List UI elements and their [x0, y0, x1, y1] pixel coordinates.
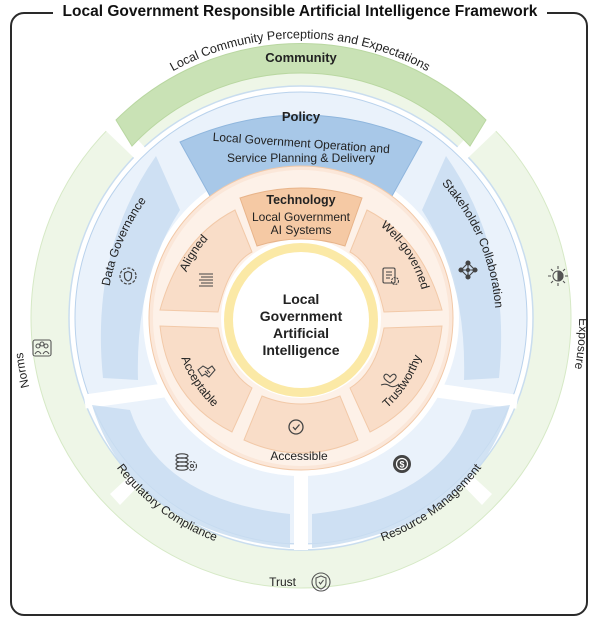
policy-heading: Policy: [282, 109, 321, 124]
center-line-3: Artificial: [273, 325, 329, 341]
shield-gear-icon: [119, 267, 137, 285]
technology-line1: Local Government: [252, 210, 351, 224]
money-cycle-icon: $: [393, 455, 411, 473]
data-governance-band: [100, 156, 180, 380]
tech-segments: [159, 187, 443, 454]
trust-label: Trust: [269, 575, 297, 589]
technology-heading: Technology: [266, 193, 335, 207]
center-line-2: Government: [260, 308, 343, 324]
people-norms-icon: [32, 339, 52, 357]
norms-label: Norms: [12, 352, 32, 390]
title-wrap: Local Government Responsible Artificial …: [0, 2, 600, 22]
community-heading: Community: [265, 50, 337, 65]
accessible-label: Accessible: [270, 449, 328, 463]
center-line-4: Intelligence: [262, 342, 339, 358]
aligned-lines-icon: [199, 273, 213, 287]
half-sun-exposure-icon: [548, 266, 568, 286]
exposure-label: Exposure: [572, 318, 590, 371]
policy-line2: Service Planning & Delivery: [227, 151, 375, 165]
diagram-title: Local Government Responsible Artificial …: [52, 2, 548, 22]
network-nodes-icon: [458, 260, 478, 280]
svg-text:$: $: [399, 460, 404, 470]
community-band: [115, 43, 487, 147]
technology-line2: AI Systems: [271, 223, 332, 237]
regulatory-band: [92, 405, 290, 548]
coins-gear-icon: [175, 453, 198, 472]
check-circle-icon: [288, 419, 304, 435]
shield-badge-trust-icon: [311, 572, 331, 592]
handshake-icon: [197, 365, 216, 378]
center-line-1: Local: [283, 291, 320, 307]
resource-band: [312, 405, 510, 548]
center-core: [224, 243, 378, 397]
hand-heart-icon: [380, 373, 400, 388]
clipboard-gear-icon: [382, 267, 400, 286]
